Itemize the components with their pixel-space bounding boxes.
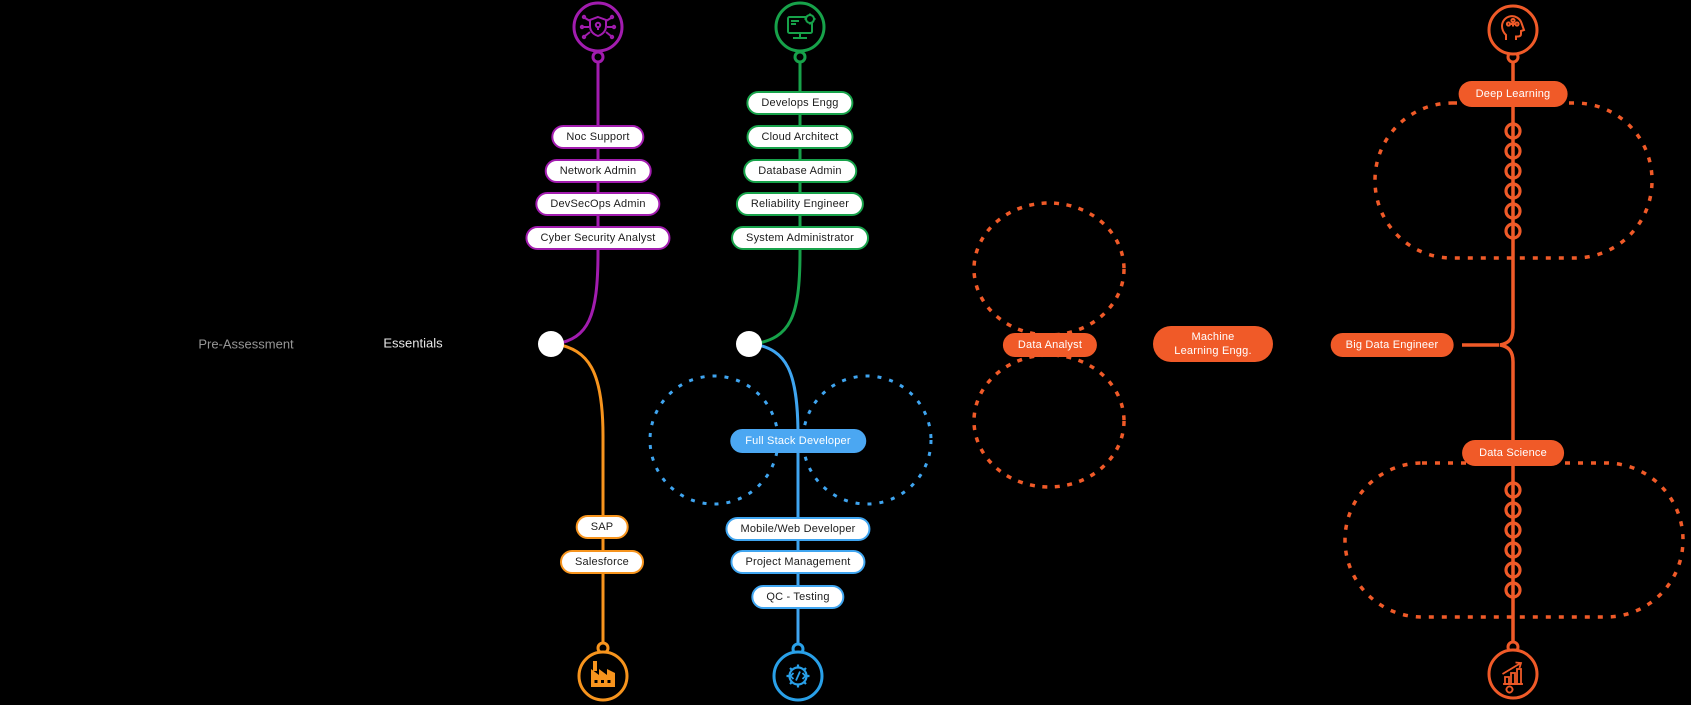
- node-cloud-architect[interactable]: Cloud Architect: [746, 125, 854, 149]
- node-reliability-engineer[interactable]: Reliability Engineer: [735, 192, 865, 216]
- development-path: [753, 342, 800, 643]
- node-full-stack-developer[interactable]: Full Stack Developer: [730, 429, 866, 453]
- node-big-data-engineer[interactable]: Big Data Engineer: [1330, 333, 1454, 357]
- essentials-junction-dot-left[interactable]: [538, 331, 564, 357]
- enterprise-branch: [555, 342, 629, 702]
- machine-learning-line-1: Machine: [1191, 331, 1235, 343]
- node-cyber-security-analyst[interactable]: Cyber Security Analyst: [525, 226, 671, 250]
- node-devsecops-admin[interactable]: DevSecOps Admin: [535, 192, 661, 216]
- node-noc-support[interactable]: Noc Support: [551, 125, 645, 149]
- node-sap[interactable]: SAP: [575, 515, 629, 539]
- devops-ring: [793, 50, 807, 64]
- node-deep-learning[interactable]: Deep Learning: [1458, 81, 1568, 107]
- stage-label-essentials: Essentials: [383, 335, 443, 351]
- data-ai-start-circle[interactable]: [1487, 4, 1539, 56]
- monitor-gear-icon: [787, 13, 816, 39]
- node-mobile-web-developer[interactable]: Mobile/Web Developer: [725, 517, 871, 541]
- node-system-administrator[interactable]: System Administrator: [731, 226, 869, 250]
- node-salesforce[interactable]: Salesforce: [560, 550, 644, 574]
- cyber-security-node[interactable]: [572, 1, 624, 53]
- data-ai-section: [972, 4, 1685, 700]
- data-analyst-dashed-circle-top: [972, 201, 1126, 337]
- node-machine-learning-engg[interactable]: Machine Learning Engg.: [1153, 326, 1273, 362]
- machine-learning-line-2: Learning Engg.: [1174, 345, 1252, 357]
- node-database-admin[interactable]: Database Admin: [743, 159, 857, 183]
- data-ai-end-node[interactable]: [1487, 648, 1539, 700]
- development-branch: [648, 342, 933, 702]
- factory-icon: [591, 661, 615, 687]
- node-network-admin[interactable]: Network Admin: [544, 159, 652, 183]
- enterprise-path: [555, 342, 605, 642]
- node-develops-engg[interactable]: Develops Engg: [746, 91, 854, 115]
- enterprise-node[interactable]: [577, 650, 629, 702]
- stage-label-pre-assessment: Pre-Assessment: [198, 336, 294, 352]
- ai-head-icon: [1500, 15, 1526, 40]
- data-analyst-dashed-circle-bottom: [972, 353, 1126, 489]
- cyber-security-path: [555, 62, 600, 346]
- development-node[interactable]: [772, 650, 824, 702]
- devops-node[interactable]: [774, 1, 826, 53]
- node-project-management[interactable]: Project Management: [730, 550, 866, 574]
- code-gear-icon: [786, 664, 810, 688]
- bug-shield-icon: [579, 14, 617, 40]
- data-analytics-icon: [1502, 661, 1523, 694]
- node-qc-testing[interactable]: QC - Testing: [751, 585, 845, 609]
- cyber-security-ring: [591, 50, 605, 64]
- devops-circle[interactable]: [774, 1, 826, 53]
- data-science-step-beads: [1504, 481, 1522, 599]
- essentials-junction-dot-right[interactable]: [736, 331, 762, 357]
- data-ai-end-circle[interactable]: [1487, 648, 1539, 700]
- deep-learning-step-beads: [1504, 122, 1522, 240]
- devops-path: [753, 62, 802, 346]
- node-data-analyst[interactable]: Data Analyst: [1002, 333, 1098, 357]
- data-ai-start-node[interactable]: [1487, 4, 1539, 56]
- devops-branch: [753, 1, 826, 346]
- development-dashed-circle-right: [801, 374, 933, 506]
- node-data-science[interactable]: Data Science: [1462, 440, 1564, 466]
- cyber-security-branch: [555, 1, 624, 346]
- data-ai-spine-path: [1499, 62, 1515, 643]
